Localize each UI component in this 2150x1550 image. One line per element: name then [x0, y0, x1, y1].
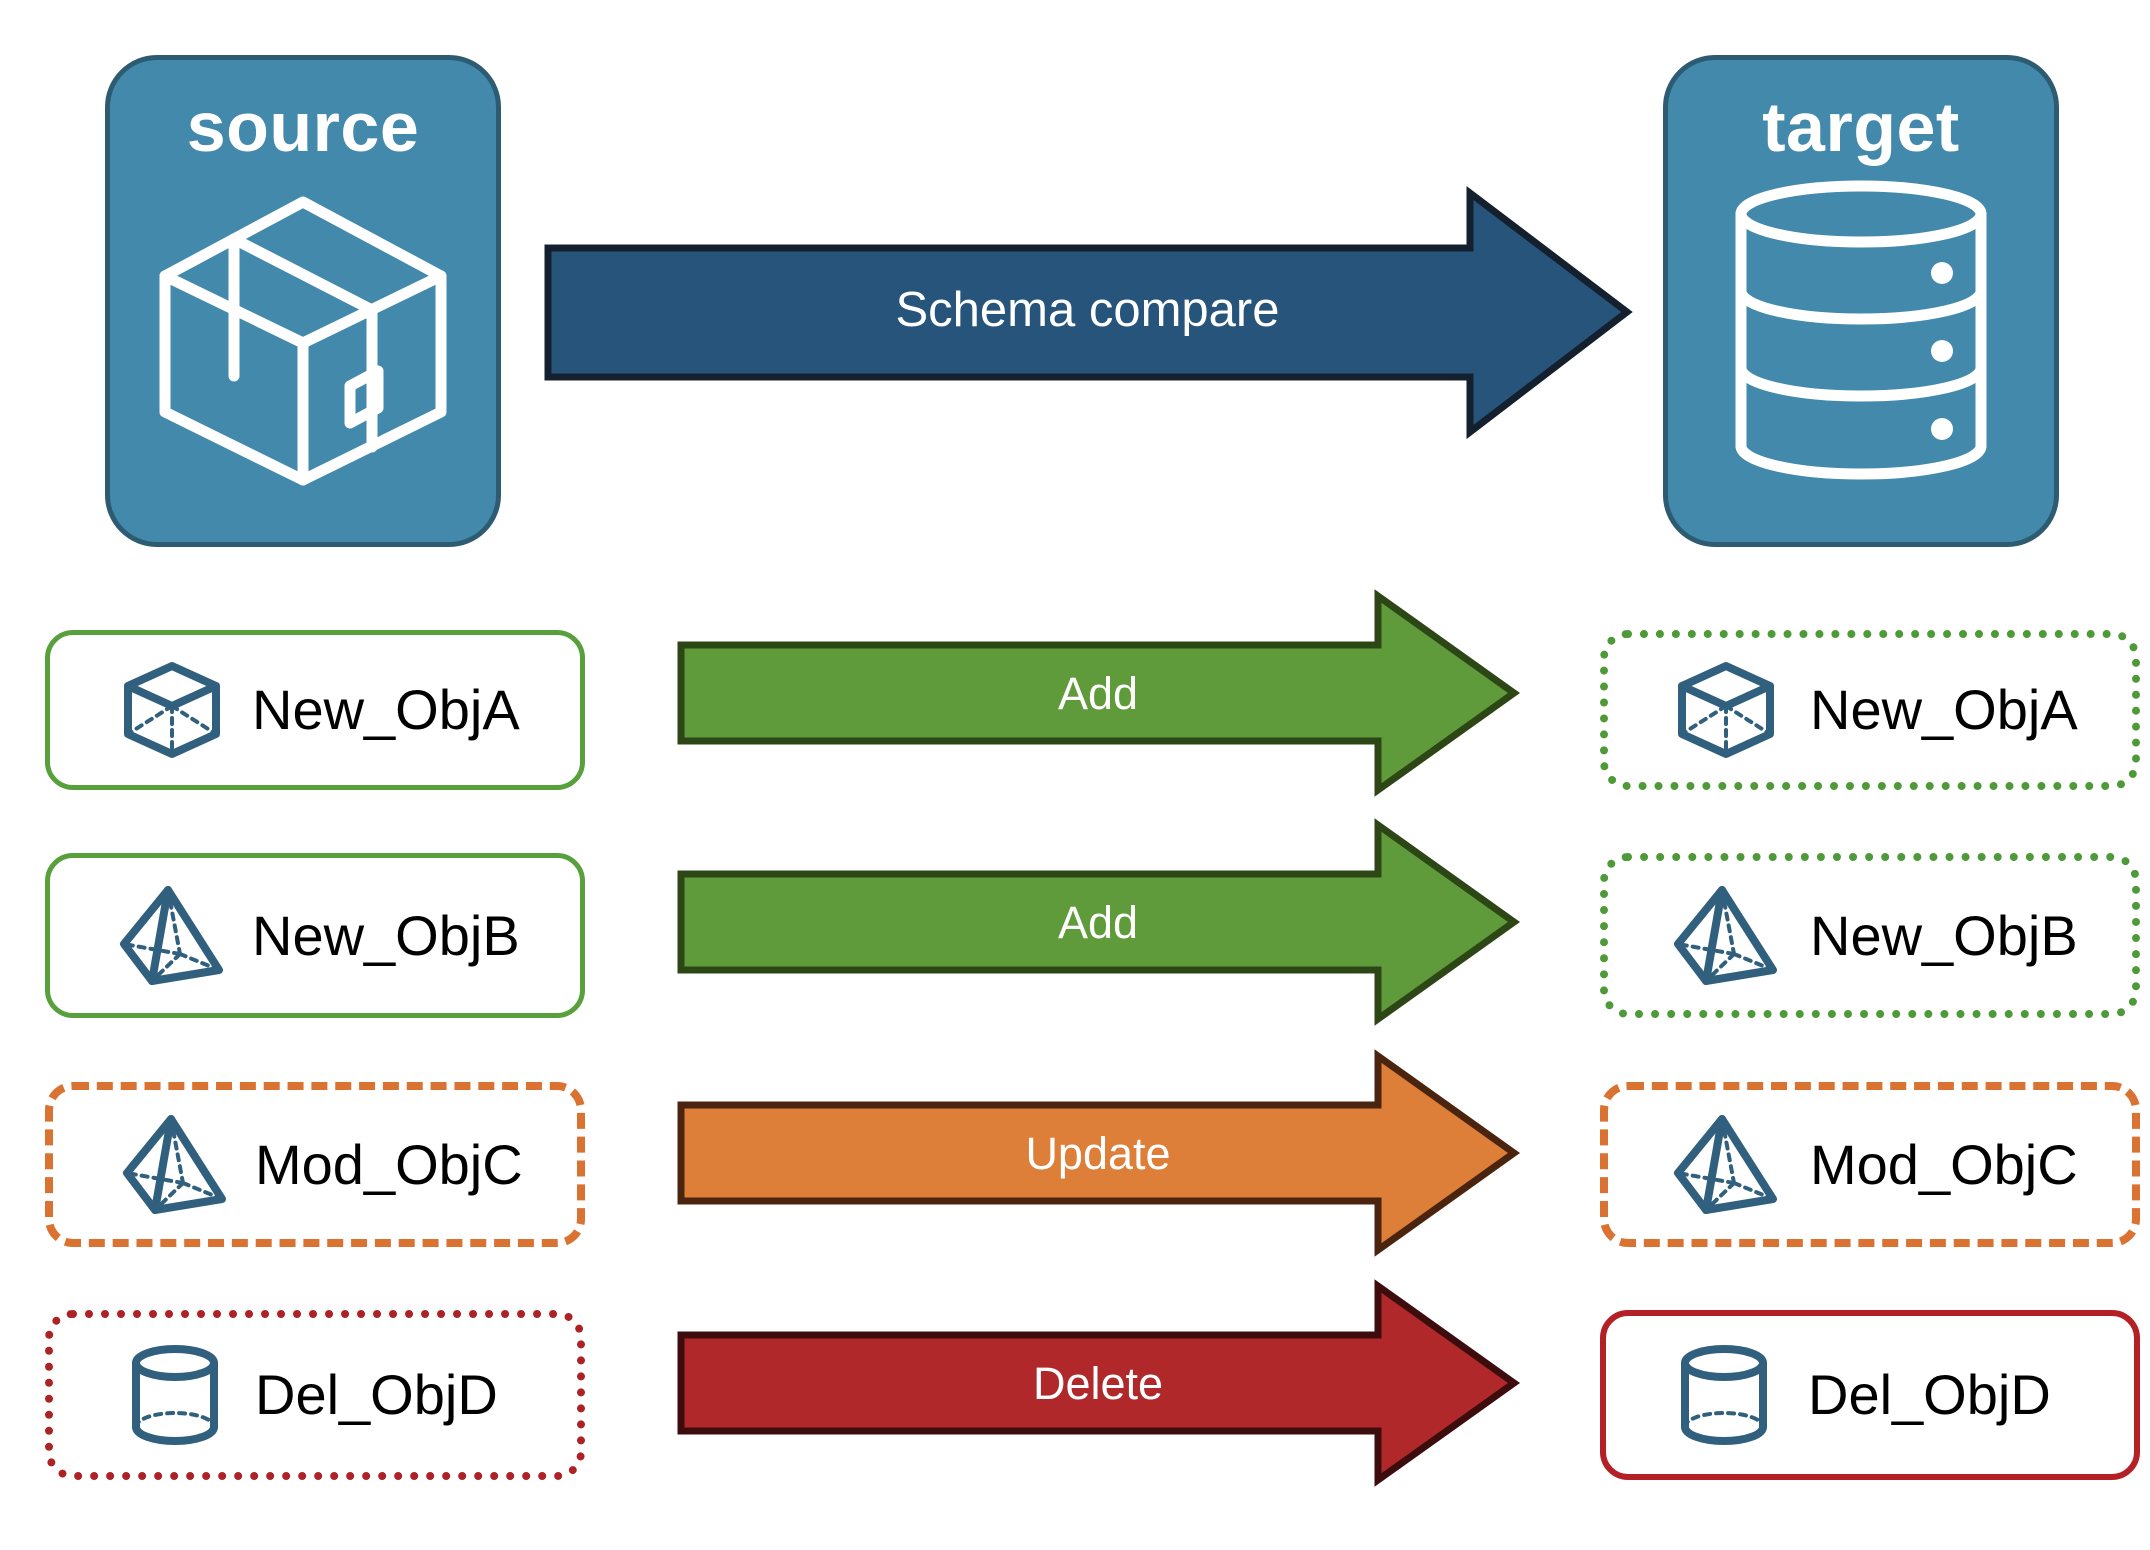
target-panel: target: [1663, 55, 2059, 547]
source-panel-label: source: [186, 88, 420, 166]
action-arrow-add-1: Add: [677, 589, 1521, 797]
target-panel-label: target: [1762, 88, 1960, 166]
wireframe-pyramid-icon: [1666, 1111, 1786, 1219]
target-object-label-3: Mod_ObjC: [1810, 1132, 2078, 1196]
source-object-card-1[interactable]: New_ObjA: [45, 630, 585, 790]
wireframe-pyramid-icon: [115, 1111, 235, 1219]
source-object-card-2[interactable]: New_ObjB: [45, 853, 585, 1018]
schema-compare-arrow: Schema compare: [544, 185, 1633, 440]
target-object-card-2[interactable]: New_ObjB: [1600, 853, 2140, 1018]
action-arrow-add-2: Add: [677, 818, 1521, 1026]
source-object-card-4[interactable]: Del_ObjD: [45, 1310, 585, 1480]
source-object-label-2: New_ObjB: [252, 903, 520, 967]
target-object-card-1[interactable]: New_ObjA: [1600, 630, 2140, 790]
source-object-label-4: Del_ObjD: [255, 1363, 498, 1426]
wireframe-cube-icon: [1666, 658, 1786, 762]
source-object-card-3[interactable]: Mod_ObjC: [45, 1082, 585, 1247]
wireframe-cube-icon: [112, 658, 232, 762]
wireframe-cylinder-icon: [1664, 1341, 1784, 1449]
target-object-card-4[interactable]: Del_ObjD: [1600, 1310, 2140, 1480]
database-cylinder-icon: [1726, 180, 1996, 485]
wireframe-pyramid-icon: [1666, 882, 1786, 990]
action-arrow-update: Update: [677, 1049, 1521, 1257]
target-object-label-4: Del_ObjD: [1808, 1363, 2051, 1426]
wireframe-pyramid-icon: [112, 882, 232, 990]
target-object-card-3[interactable]: Mod_ObjC: [1600, 1082, 2140, 1247]
package-box-icon: [153, 180, 453, 495]
source-panel: source: [105, 55, 501, 547]
target-object-label-1: New_ObjA: [1810, 678, 2078, 741]
action-arrow-delete: Delete: [677, 1279, 1521, 1487]
source-object-label-3: Mod_ObjC: [255, 1132, 523, 1196]
source-object-label-1: New_ObjA: [252, 678, 520, 741]
target-object-label-2: New_ObjB: [1810, 903, 2078, 967]
wireframe-cylinder-icon: [115, 1341, 235, 1449]
